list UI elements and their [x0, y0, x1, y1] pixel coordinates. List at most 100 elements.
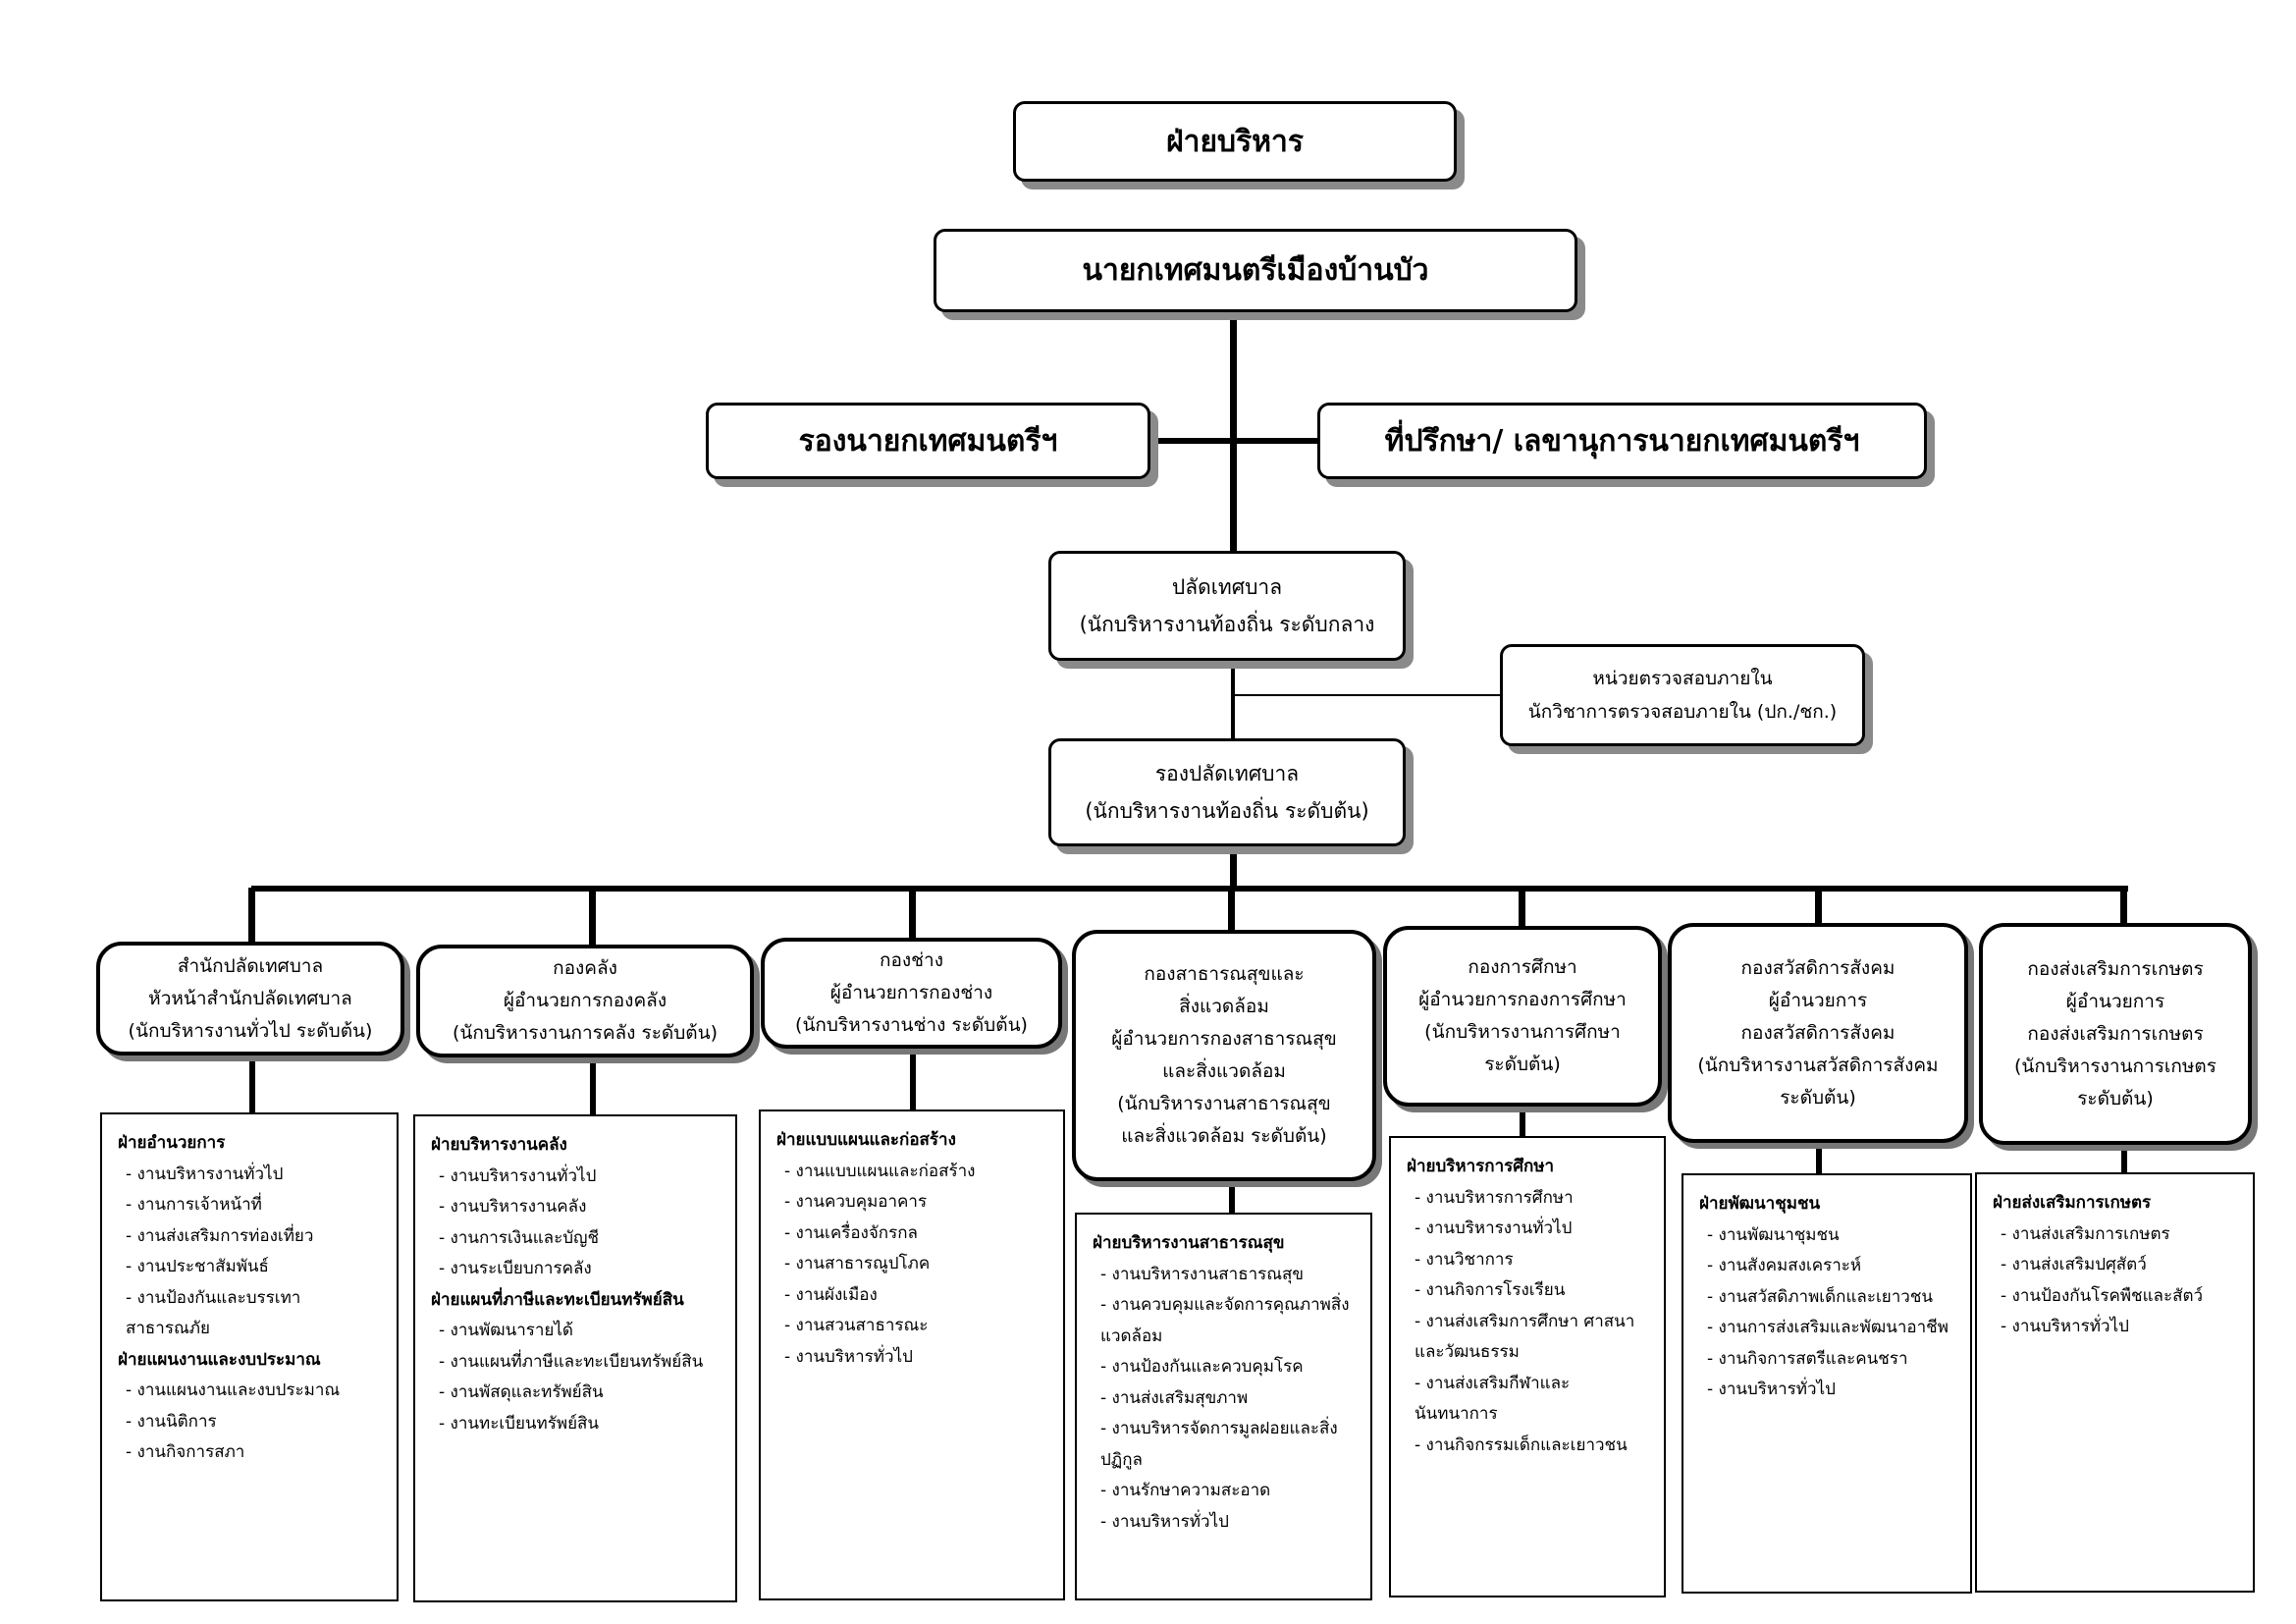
office-of-clerk-sections: ฝ่ายอำนวยการ- งานบริหารงานทั่วไป- งานการ…	[100, 1112, 399, 1601]
dept-section-line	[590, 1057, 596, 1114]
dept-title-line: (นักบริหารงานการเกษตร	[2014, 1055, 2216, 1077]
dept-title-line: (นักบริหารงานช่าง ระดับต้น)	[795, 1014, 1028, 1036]
section-item: - งานกิจการโรงเรียน	[1415, 1280, 1566, 1300]
finance-division-box: กองคลังผู้อำนวยการกองคลัง (นักบริหารงานกา…	[416, 945, 754, 1057]
section-item: - งานบริหารงานคลัง	[439, 1197, 587, 1217]
section-item: - งานบริหารการศึกษา	[1415, 1187, 1574, 1208]
section-item: - งานวิชาการ	[1415, 1249, 1514, 1270]
social-welfare-division-box: กองสวัสดิการสังคมผู้อำนวยการกองสวัสดิการ…	[1668, 923, 1968, 1143]
section-item: - งานสังคมสงเคราะห์	[1707, 1256, 1862, 1275]
spine-line-middle	[1231, 662, 1235, 740]
dept-title-line: ผู้อำนวยการกองคลัง	[503, 990, 667, 1011]
deputy-clerk-rank: (นักบริหารงานท้องถิ่น ระดับต้น)	[1085, 799, 1369, 823]
dept-drop-line	[909, 888, 916, 938]
dept-drop-line	[589, 888, 596, 945]
section-item: - งานพัฒนารายได้	[439, 1321, 573, 1340]
dept-title-line: และสิ่งแวดล้อม ระดับต้น)	[1121, 1125, 1327, 1147]
spine-line-upper	[1230, 312, 1237, 554]
clerk-rank: (นักบริหารงานท้องถิ่น ระดับกลาง	[1079, 613, 1375, 636]
section-item: - งานกิจการสภา	[126, 1442, 245, 1462]
dept-title-line: ผู้อำนวยการกองการศึกษา	[1418, 989, 1627, 1010]
dept-section-line	[1520, 1107, 1525, 1136]
section-item: - งานทะเบียนทรัพย์สิน	[439, 1413, 600, 1434]
section-item: - งานนิติการ	[126, 1411, 217, 1432]
section-heading: ฝ่ายแผนงานและงบประมาณ	[118, 1349, 321, 1370]
section-item: - งานเครื่องจักรกล	[784, 1222, 918, 1243]
deputy-advisor-connector	[1150, 438, 1317, 444]
deputy-mayor-box: รองนายกเทศมนตรีฯ	[706, 403, 1150, 479]
department-bus-line	[251, 886, 2128, 892]
dept-title-line: (นักบริหารงานการคลัง ระดับต้น)	[452, 1022, 719, 1044]
section-item: - งานบริหารทั่วไป	[784, 1346, 913, 1367]
advisor-title: ที่ปรึกษา/ เลขานุการนายกเทศมนตรีฯ	[1384, 423, 1860, 459]
dept-section-line	[1229, 1181, 1235, 1213]
section-heading: ฝ่ายบริหารการศึกษา	[1407, 1157, 1555, 1176]
audit-connector	[1233, 694, 1500, 696]
section-item: - งานพัสดุและทรัพย์สิน	[439, 1382, 604, 1402]
executive-title: ฝ่ายบริหาร	[1166, 124, 1304, 159]
executive-box: ฝ่ายบริหาร	[1013, 101, 1457, 182]
dept-drop-line	[2120, 888, 2127, 923]
dept-title-line: กองช่าง	[879, 949, 944, 971]
section-item: - งานควบคุมอาคาร	[784, 1192, 928, 1212]
dept-title-line: และสิ่งแวดล้อม	[1162, 1060, 1286, 1082]
section-item: - งานการส่งเสริมและพัฒนาอาชีพ	[1707, 1318, 1949, 1337]
section-heading: ฝ่ายอำนวยการ	[118, 1133, 226, 1153]
section-item: - งานการเจ้าหน้าที่	[126, 1195, 262, 1215]
dept-title-line: ระดับต้น)	[1484, 1054, 1561, 1075]
dept-title-line: (นักบริหารงานทั่วไป ระดับต้น)	[128, 1019, 373, 1042]
education-division-sections: ฝ่ายบริหารการศึกษา - งานบริหารการศึกษา - ง…	[1389, 1136, 1666, 1597]
dept-title-line: กองส่งเสริมการเกษตร	[2027, 957, 2204, 980]
deputy-clerk-box: รองปลัดเทศบาล (นักบริหารงานท้องถิ่น ระดั…	[1048, 738, 1406, 846]
section-item: - งานบริหารงานสาธารณสุข	[1100, 1264, 1305, 1284]
section-item: - งานบริหารทั่วไป	[2001, 1317, 2129, 1336]
dept-title-line: (นักบริหารงานการศึกษา	[1424, 1021, 1621, 1043]
section-item: - งานกิจกรรมเด็กและเยาวชน	[1415, 1435, 1628, 1455]
section-heading: ฝ่ายบริหารงานสาธารณสุข	[1093, 1233, 1285, 1253]
dept-title-line: กองคลัง	[553, 957, 617, 979]
dept-drop-line	[1815, 888, 1822, 923]
dept-title-line: สิ่งแวดล้อม	[1179, 996, 1269, 1017]
dept-title-line: หัวหน้าสำนักปลัดเทศบาล	[148, 987, 352, 1009]
section-item: - งานบริหารงานทั่วไป	[1415, 1218, 1573, 1238]
section-item: - งานแบบแผนและก่อสร้าง	[784, 1161, 976, 1181]
section-item: - งานสาธารณูปโภค	[784, 1254, 931, 1273]
section-item: - งานแผนงานและงบประมาณ	[126, 1380, 341, 1400]
section-heading: ฝ่ายแผนที่ภาษีและทะเบียนทรัพย์สิน	[431, 1289, 684, 1310]
section-heading: ฝ่ายพัฒนาชุมชน	[1699, 1194, 1821, 1214]
section-item: - งานส่งเสริมกีฬาและนันทนาการ	[1415, 1373, 1571, 1425]
dept-title-line: ระดับต้น)	[2077, 1087, 2154, 1110]
section-item: - งานบริหารทั่วไป	[1100, 1511, 1229, 1532]
section-item: - งานผังเมือง	[784, 1284, 878, 1305]
section-item: - งานสวัสดิภาพเด็กและเยาวชน	[1707, 1286, 1933, 1307]
section-item: - งานส่งเสริมการเกษตร	[2001, 1223, 2170, 1244]
finance-division-sections: ฝ่ายบริหารงานคลัง- งานบริหารงานทั่วไป- ง…	[413, 1114, 737, 1602]
dept-title-line: (นักบริหารงานสวัสดิการสังคม	[1697, 1054, 1939, 1076]
public-health-division-box: กองสาธารณสุขและสิ่งแวดล้อมผู้อำนวยการกอง…	[1072, 930, 1376, 1181]
audit-officer: นักวิชาการตรวจสอบภายใน (ปก./ชก.)	[1527, 701, 1838, 723]
clerk-title: ปลัดเทศบาล	[1171, 575, 1283, 599]
education-division-box: กองการศึกษาผู้อำนวยการกองการศึกษา (นักบริ…	[1383, 926, 1662, 1107]
dept-title-line: กองการศึกษา	[1468, 956, 1577, 978]
section-heading: ฝ่ายส่งเสริมการเกษตร	[1993, 1193, 2152, 1213]
section-item: - งานส่งเสริมการศึกษา ศาสนาและวัฒนธรรม	[1415, 1311, 1635, 1363]
section-item: - งานสวนสาธารณะ	[784, 1316, 929, 1335]
section-item: - งานป้องกันโรคพืชและสัตว์	[2001, 1285, 2204, 1306]
dept-drop-line	[248, 888, 255, 942]
dept-drop-line	[1519, 888, 1525, 926]
section-item: - งานประชาสัมพันธ์	[126, 1257, 269, 1276]
clerk-box: ปลัดเทศบาล (นักบริหารงานท้องถิ่น ระดับกล…	[1048, 551, 1406, 661]
section-heading: ฝ่ายบริหารงานคลัง	[431, 1135, 567, 1155]
section-item: - งานบริหารจัดการมูลฝอยและสิ่งปฏิกูล	[1100, 1419, 1338, 1470]
dept-title-line: กองสวัสดิการสังคม	[1740, 956, 1896, 979]
social-welfare-division-sections: ฝ่ายพัฒนาชุมชน- งานพัฒนาชุมชน- งานสังคมส…	[1682, 1173, 1972, 1594]
public-health-division-sections: ฝ่ายบริหารงานสาธารณสุข - งานบริหารงานสาธา…	[1075, 1213, 1372, 1600]
section-item: - งานส่งเสริมปศุสัตว์	[2001, 1255, 2147, 1274]
spine-line-lower	[1230, 846, 1237, 888]
advisor-box: ที่ปรึกษา/ เลขานุการนายกเทศมนตรีฯ	[1317, 403, 1927, 479]
office-of-clerk-box: สำนักปลัดเทศบาลหัวหน้าสำนักปลัดเทศบาล(นั…	[96, 942, 404, 1056]
section-item: - งานป้องกันและควบคุมโรค	[1100, 1357, 1304, 1377]
dept-drop-line	[1228, 888, 1235, 930]
section-item: - งานระเบียบการคลัง	[439, 1259, 592, 1278]
dept-title-line: ระดับต้น)	[1780, 1086, 1856, 1109]
